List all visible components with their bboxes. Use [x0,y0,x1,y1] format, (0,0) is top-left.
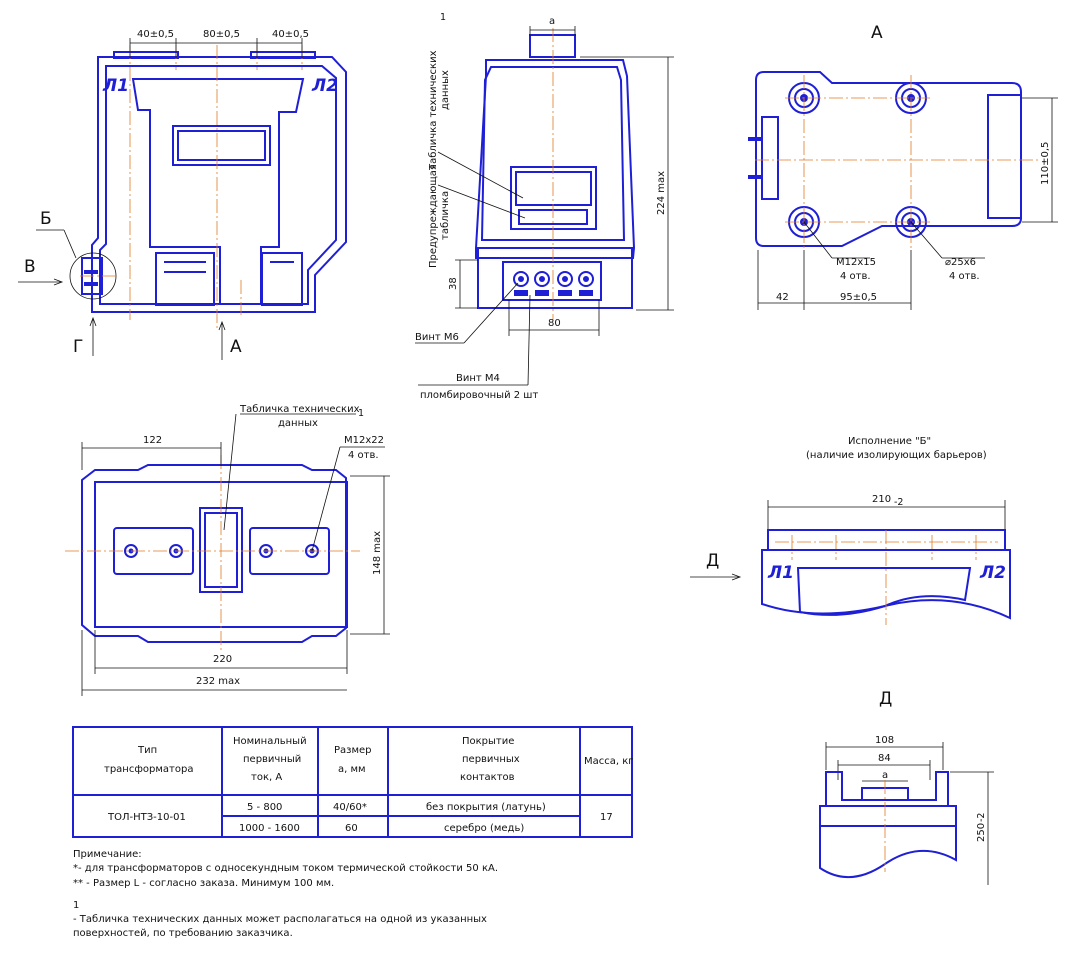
td-coating-row1: без покрытия (латунь) [426,802,546,813]
side-view: a Табличка технических данных 1 Предупре… [415,12,674,401]
view-a-dim-95: 95±0,5 [840,292,877,303]
screw-m6-label: Винт М6 [415,332,459,343]
th-current-3: ток, А [251,772,282,783]
view-d: Д 108 84 a 250 -2 [819,689,994,885]
side-dim-80: 80 [548,318,561,329]
side-dim-a: a [549,16,555,27]
top-dim-148: 148 max [372,531,383,575]
td-coating-row2: серебро (медь) [444,823,524,834]
th-type-2: трансформатора [104,764,193,775]
view-d-dim-108: 108 [875,735,894,746]
top-dim-220: 220 [213,654,232,665]
version-b-view: Исполнение "Б" (наличие изолирующих барь… [690,436,1011,625]
notes-line-2: ** - Размер L - согласно заказа. Минимум… [73,878,334,889]
warning-label-line2: табличка [440,191,451,240]
side-dim-38: 38 [448,277,459,290]
notes-footnote-mark: 1 [73,900,79,911]
th-size-2: а, мм [338,764,366,775]
top-nameplate-line2: данных [278,418,318,429]
view-d-dim-84: 84 [878,753,891,764]
view-a-dim-42: 42 [776,292,789,303]
notes-line-4: поверхностей, по требованию заказчика. [73,928,293,939]
td-current-row2: 1000 - 1600 [239,823,300,834]
th-coating-3: контактов [460,772,515,783]
nameplate-label-sup: 1 [440,12,446,23]
view-d-dim-250-tol: -2 [976,813,987,822]
front-dim-80: 80±0,5 [203,29,240,40]
view-label-d: Д [706,551,719,571]
version-b-dim-210: 210 [872,494,891,505]
nameplate-label-line1: Табличка технических [428,50,439,171]
th-size-1: Размер [334,745,372,756]
front-dim-40-left: 40±0,5 [137,29,174,40]
notes-heading: Примечание: [73,849,142,860]
version-b-l1: Л1 [767,563,794,583]
td-mass: 17 [600,812,613,823]
screw-m4-desc: пломбировочный 2 шт [420,390,538,401]
screw-m4-label: Винт М4 [456,373,500,384]
view-d-title: Д [879,689,892,709]
th-current-2: первичный [243,754,301,765]
view-label-a: А [230,337,242,357]
td-type: ТОЛ-НТЗ-10-01 [107,812,186,823]
spec-table: Тип трансформатора Номинальный первичный… [72,726,634,838]
warning-label-line1: Предупреждающая [428,164,439,268]
side-dim-224: 224 max [656,171,667,215]
view-a: А 110±0,5 М12х15 4 отв. ⌀25х6 4 отв. [748,23,1058,310]
nameplate-label-line2: данных [440,70,451,110]
view-a-title: А [871,23,883,43]
version-b-title: Исполнение "Б" [848,436,931,447]
td-size-row1: 40/60* [333,802,367,813]
top-nameplate-line1: Табличка технических [239,404,360,415]
td-current-row1: 5 - 800 [247,802,282,813]
notes: Примечание: *- для трансформаторов с одн… [73,849,498,939]
th-mass: Масса, кг [584,756,634,767]
top-hole-count: 4 отв. [348,450,379,461]
version-b-subtitle: (наличие изолирующих барьеров) [806,450,987,461]
notes-line-1: *- для трансформаторов с односекундным т… [73,863,498,874]
notes-line-3: - Табличка технических данных может расп… [73,914,487,925]
front-view: 40±0,5 80±0,5 40±0,5 Л1 Л2 Б В Г А [18,29,347,360]
view-d-dim-250: 250 [976,823,987,842]
view-a-dim-110: 110±0,5 [1040,142,1051,185]
view-a-hole-25-count: 4 отв. [949,271,980,282]
view-a-hole-25: ⌀25х6 [945,257,976,268]
top-hole-m12x22: М12х22 [344,435,384,446]
th-coating-2: первичных [462,754,520,765]
th-type-1: Тип [137,745,157,756]
view-label-g: Г [73,337,83,357]
terminal-l1-label: Л1 [102,76,129,96]
front-dim-40-right: 40±0,5 [272,29,309,40]
top-dim-232: 232 max [196,676,240,687]
view-d-dim-a: a [882,770,888,781]
terminal-l2-label: Л2 [311,76,338,96]
section-label-b: Б [40,209,52,229]
top-dim-122: 122 [143,435,162,446]
view-a-hole-m12: М12х15 [836,257,876,268]
version-b-l2: Л2 [979,563,1006,583]
top-nameplate-sup: 1 [358,408,364,419]
version-b-dim-210-tol: -2 [894,497,903,508]
th-current-1: Номинальный [233,736,307,747]
top-view: Табличка технических 1 данных 122 М12х22… [65,404,390,696]
th-coating-1: Покрытие [462,736,514,747]
view-a-hole-m12-count: 4 отв. [840,271,871,282]
td-size-row2: 60 [345,823,358,834]
view-label-v: В [24,257,36,277]
